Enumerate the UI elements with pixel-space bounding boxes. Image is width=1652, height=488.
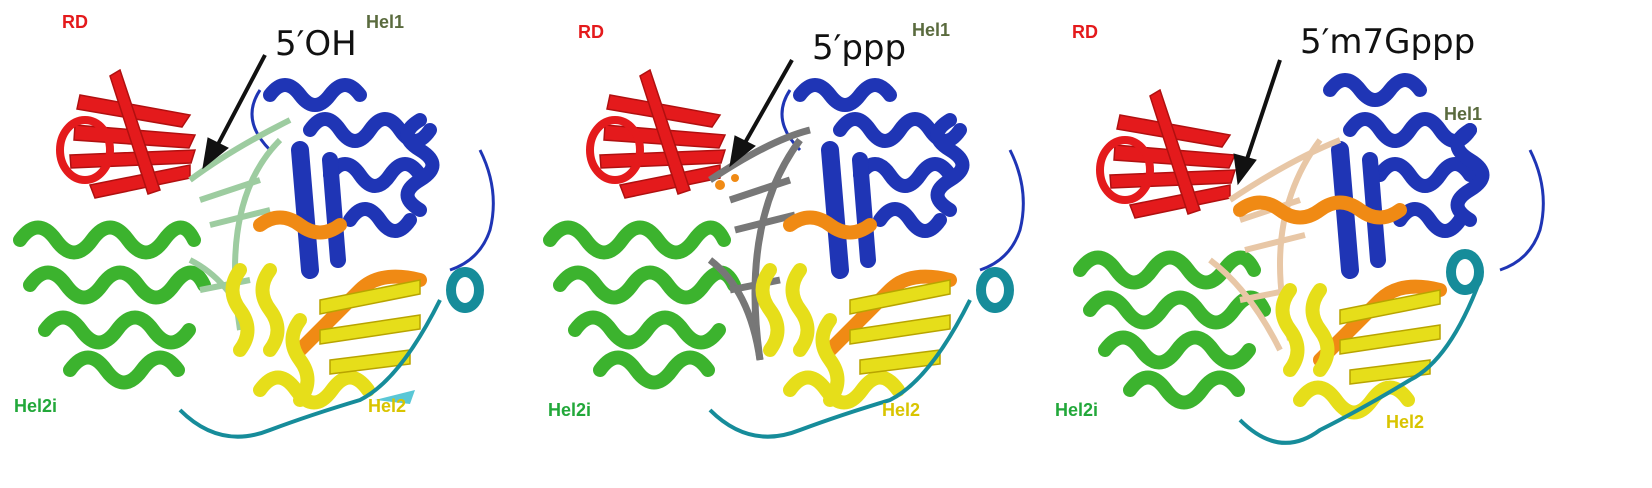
structure-panel-5m7gppp: RD Hel1 Hel2i Hel2 5′m7Gppp [1055, 0, 1600, 488]
rna-duplex [707, 126, 811, 361]
five-prime-end-label: 5′ppp [812, 28, 907, 68]
five-prime-end-label: 5′OH [275, 24, 357, 64]
hel2i-label: Hel2i [548, 400, 592, 420]
rd-label: RD [1072, 22, 1098, 42]
hel1-label: Hel1 [366, 12, 405, 32]
hel1-domain [263, 78, 440, 279]
cterm-domain [708, 267, 1014, 439]
structure-panel-5ppp: RD Hel1 Hel2i Hel2 5′ppp [530, 0, 1070, 488]
hel2i-label: Hel2i [1055, 400, 1099, 420]
hel1-label: Hel1 [912, 20, 951, 40]
hel2-domain [755, 263, 905, 410]
protein-ribbon-illustration [1073, 59, 1545, 445]
hel1-domain [1323, 73, 1490, 279]
hel2i-label: Hel2i [14, 396, 58, 416]
hel2-label: Hel2 [368, 396, 407, 416]
hel1-domain [793, 78, 970, 279]
five-prime-end-arrow [202, 54, 267, 170]
hel2-domain [225, 263, 375, 410]
five-prime-end-arrow [729, 59, 794, 168]
hel2i-domain [13, 220, 211, 390]
pincer-linker [1233, 195, 1447, 367]
rd-label: RD [62, 12, 88, 32]
five-prime-end-label: 5′m7Gppp [1300, 22, 1476, 62]
pincer-linker [253, 210, 427, 357]
hel2-label: Hel2 [882, 400, 921, 420]
hel2i-domain [543, 220, 741, 390]
rd-domain [56, 68, 197, 199]
protein-ribbon-illustration [13, 54, 495, 439]
hel2i-domain [1073, 250, 1271, 410]
hel1-label: Hel1 [1444, 104, 1483, 124]
protein-ribbon-illustration [543, 59, 1025, 439]
hel2-label: Hel2 [1386, 412, 1425, 432]
pincer-linker [783, 210, 957, 357]
cterm-domain [1238, 249, 1484, 445]
cterm-domain [178, 267, 484, 439]
five-prime-end-arrow [1233, 59, 1282, 186]
rd-label: RD [578, 22, 604, 42]
rd-domain [1096, 88, 1237, 219]
structure-panel-5oh: RD Hel1 Hel2i Hel2 5′OH [0, 0, 540, 488]
rd-domain [586, 68, 727, 199]
